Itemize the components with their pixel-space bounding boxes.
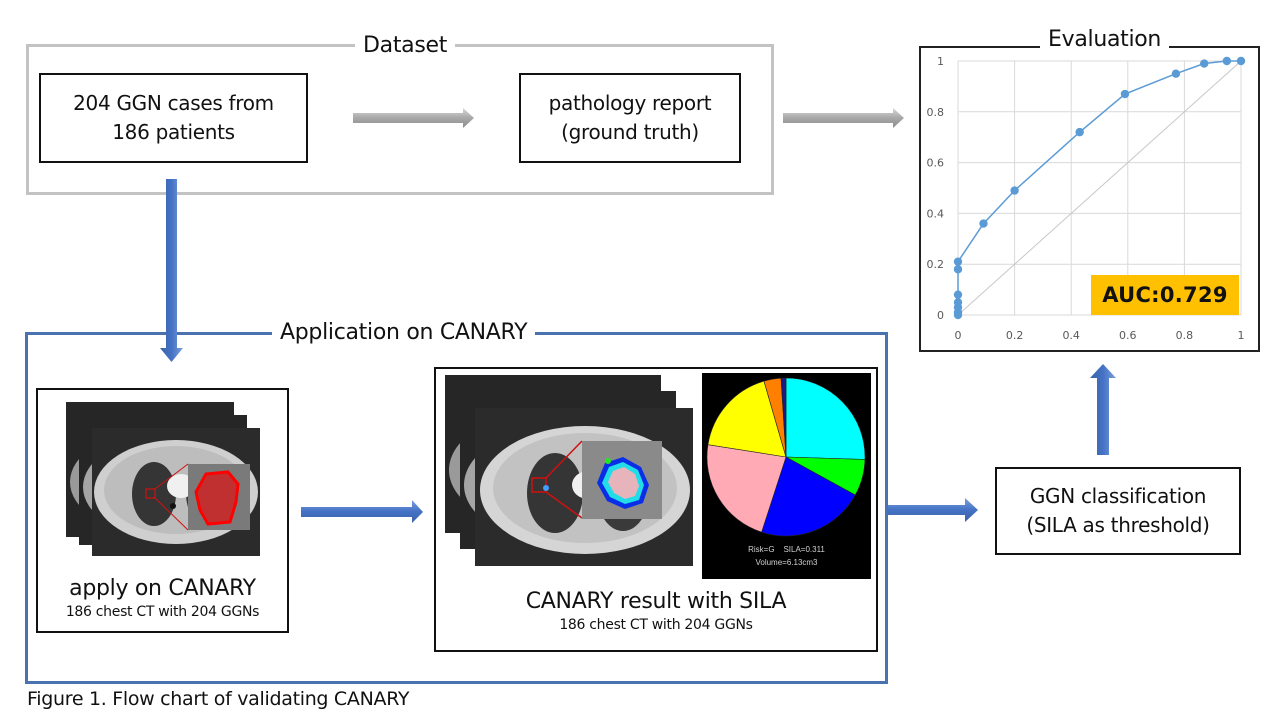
roc-point (1222, 56, 1232, 66)
roc-point (1200, 59, 1209, 68)
pie-slice-blue (761, 456, 856, 537)
arrow-pathology-to-evaluation (783, 108, 904, 128)
auc-badge: AUC:0.729 (1091, 275, 1239, 315)
sila-value: SILA=0.311 (783, 545, 825, 554)
ct-stack-segmentation-image (66, 402, 260, 556)
figure-caption: Figure 1. Flow chart of validating CANAR… (27, 688, 410, 710)
roc-point (1075, 127, 1084, 137)
volume-value: Volume=6.13cm3 (755, 558, 818, 567)
apply-subtitle: 186 chest CT with 204 GGNs (65, 604, 260, 620)
evaluation-title: Evaluation (1040, 27, 1170, 53)
cases-line2: 186 patients (112, 120, 235, 144)
ct-slice-front (475, 408, 693, 566)
sila-result-panel: Risk=G SILA=0.311 Volume=6.13cm3 (702, 373, 871, 579)
roc-chart: 00 0.2 0.2 0.4 0.4 0.6 0.6 0.8 0.8 1 1 (927, 55, 1246, 342)
roc-point (1171, 69, 1181, 78)
roc-point (953, 265, 963, 274)
arrow-result-to-classification (888, 498, 978, 522)
roc-point (953, 290, 963, 299)
y-tick-label: 0.8 (927, 106, 945, 119)
roc-point (1120, 89, 1130, 99)
y-tick-label: 0.4 (927, 207, 945, 220)
pie-slice-yellow (707, 380, 787, 458)
classification-line1: GGN classification (1029, 484, 1207, 508)
roc-point (953, 257, 963, 266)
cases-line1: 204 GGN cases from (73, 91, 274, 115)
x-tick-label: 0 (955, 329, 962, 342)
x-tick-label: 1 (1238, 329, 1245, 342)
x-tick-label: 0.2 (1006, 329, 1024, 342)
arrow-classification-to-evaluation (1090, 364, 1116, 455)
auc-label: AUC:0.729 (1102, 283, 1228, 307)
classification-line2: (SILA as threshold) (1026, 513, 1210, 537)
pie-slice-pink (706, 444, 787, 533)
roc-point (953, 298, 963, 307)
pathology-line1: pathology report (548, 91, 712, 115)
y-tick-label: 0.6 (927, 157, 945, 170)
x-tick-label: 0.6 (1119, 329, 1137, 342)
y-tick-label: 0 (937, 309, 944, 322)
classification-box: GGN classification (SILA as threshold) (995, 467, 1241, 555)
risk-label: Risk=G (748, 545, 775, 554)
pathology-line2: (ground truth) (561, 120, 699, 144)
roc-point (979, 219, 988, 228)
result-subtitle: 186 chest CT with 204 GGNs (559, 617, 753, 633)
reference-diagonal (957, 60, 1242, 316)
x-tick-label: 0.4 (1062, 329, 1080, 342)
application-title: Application on CANARY (272, 320, 536, 346)
pie-slice-navy (780, 377, 787, 458)
ct-slice-front (92, 428, 260, 556)
apply-title: apply on CANARY (69, 576, 256, 601)
pathology-box: pathology report (ground truth) (519, 73, 741, 163)
x-tick-label: 0.8 (1176, 329, 1194, 342)
y-tick-label: 1 (937, 55, 944, 68)
result-title: CANARY result with SILA (525, 589, 787, 614)
cases-box: 204 GGN cases from 186 patients (39, 73, 308, 163)
roc-point (1236, 56, 1246, 66)
ct-stack-sila-image (445, 375, 693, 566)
y-tick-label: 0.2 (927, 258, 945, 271)
roc-point (1010, 186, 1019, 195)
sila-pie-chart (706, 377, 866, 537)
pie-slice-cyan (785, 377, 866, 460)
dataset-title: Dataset (355, 33, 456, 59)
